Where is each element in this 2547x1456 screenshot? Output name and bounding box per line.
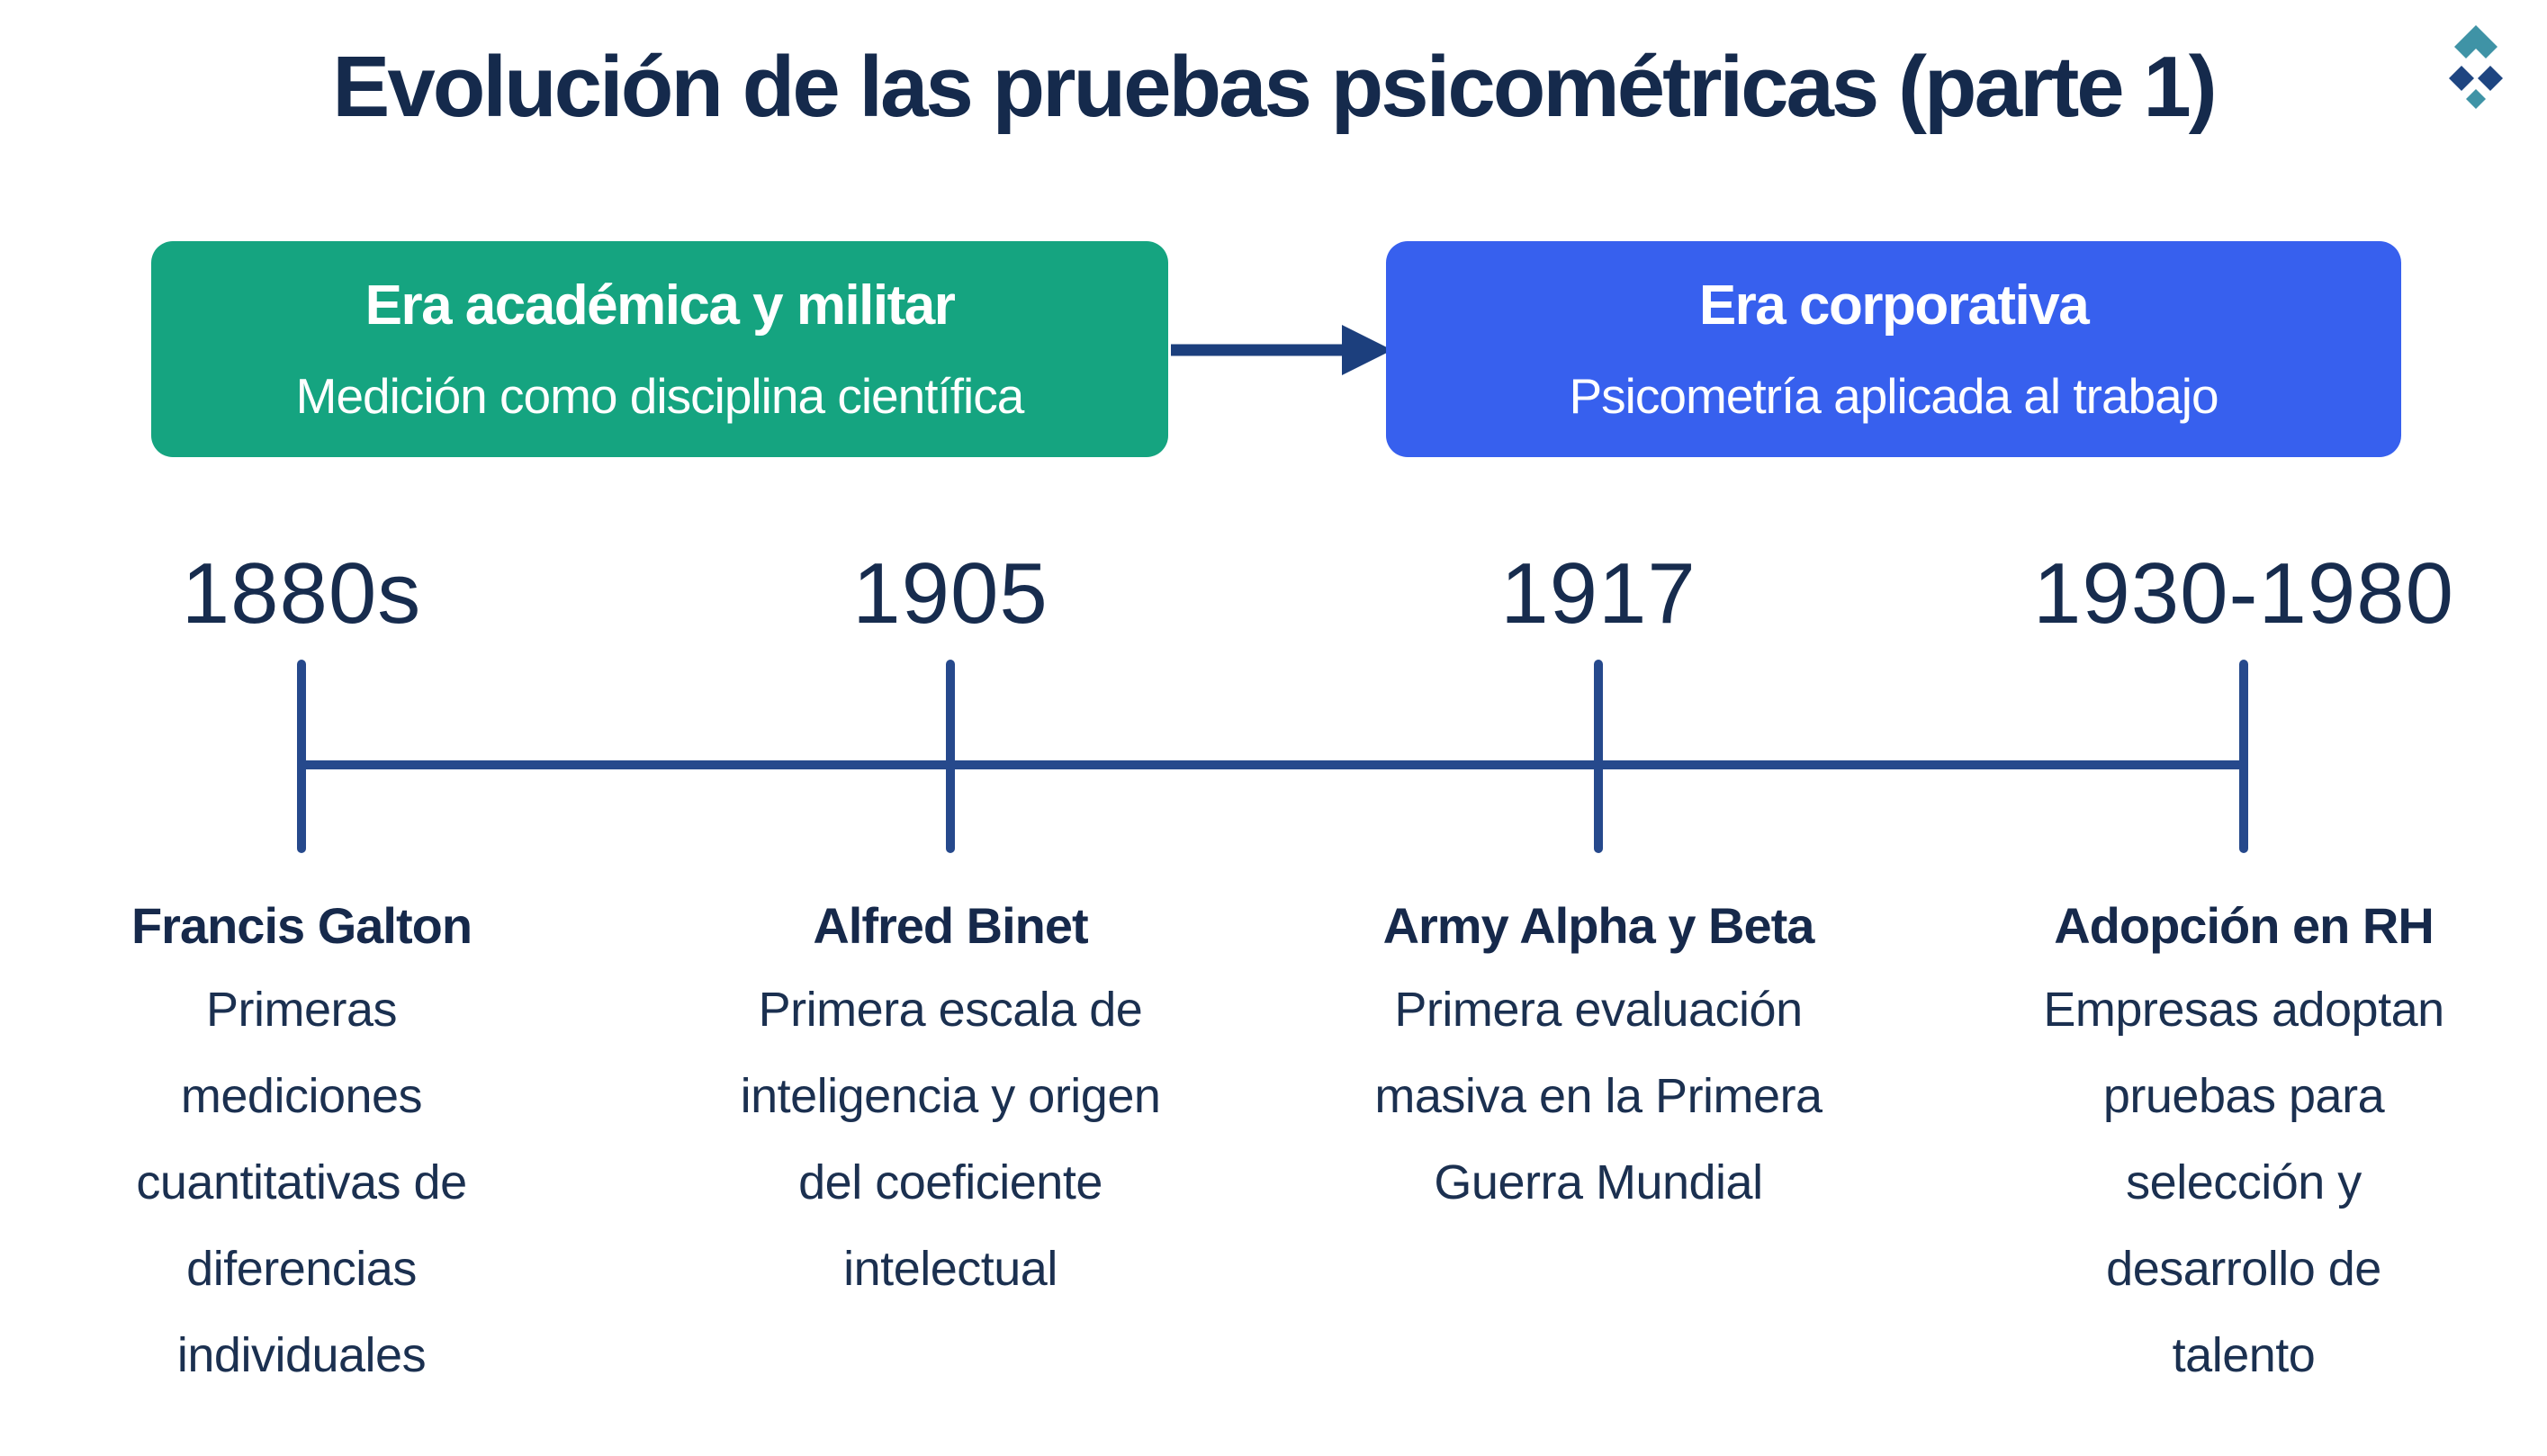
- timeline-event-galton: Francis Galton Primeras mediciones cuant…: [0, 895, 616, 1398]
- event-description: Primera escala de inteligencia y origen …: [740, 983, 1161, 1297]
- event-description: Empresas adoptan pruebas para selección …: [2043, 983, 2444, 1383]
- event-description: Primera evaluación masiva en la Primera …: [1374, 983, 1822, 1210]
- event-heading: Army Alpha y Beta: [1382, 897, 1815, 954]
- logo-svg: [2449, 25, 2503, 109]
- event-description: Primeras mediciones cuantitativas de dif…: [136, 983, 467, 1383]
- arrow-right-icon: [1171, 325, 1392, 375]
- timeline-year-1880s: 1880s: [181, 545, 422, 642]
- era-card-corporate: Era corporativa Psicometría aplicada al …: [1386, 241, 2401, 457]
- timeline-tick: [2239, 660, 2248, 853]
- page-title: Evolución de las pruebas psicométricas (…: [332, 39, 2217, 135]
- timeline-event-rh-adoption: Adopción en RH Empresas adoptan pruebas …: [1929, 895, 2547, 1398]
- era-subtitle: Psicometría aplicada al trabajo: [1569, 367, 2218, 424]
- event-heading: Adopción en RH: [2054, 897, 2434, 954]
- era-title: Era corporativa: [1698, 274, 2090, 337]
- timeline-event-binet: Alfred Binet Primera escala de inteligen…: [635, 895, 1265, 1312]
- timeline-year-1905: 1905: [852, 545, 1048, 642]
- timeline-year-1930-1980: 1930-1980: [2032, 545, 2455, 642]
- event-heading: Alfred Binet: [813, 897, 1088, 954]
- timeline-tick: [1594, 660, 1603, 853]
- era-title: Era académica y militar: [364, 274, 956, 337]
- timeline-event-army-alpha-beta: Army Alpha y Beta Primera evaluación mas…: [1283, 895, 1913, 1226]
- diamond-arrow-logo-icon: [2441, 23, 2511, 119]
- timeline-year-1917: 1917: [1500, 545, 1696, 642]
- timeline-tick: [297, 660, 306, 853]
- timeline-line: [297, 760, 2248, 769]
- timeline-tick: [946, 660, 955, 853]
- event-heading: Francis Galton: [130, 897, 472, 954]
- era-card-academic-military: Era académica y militar Medición como di…: [151, 241, 1168, 457]
- era-subtitle: Medición como disciplina científica: [295, 367, 1025, 424]
